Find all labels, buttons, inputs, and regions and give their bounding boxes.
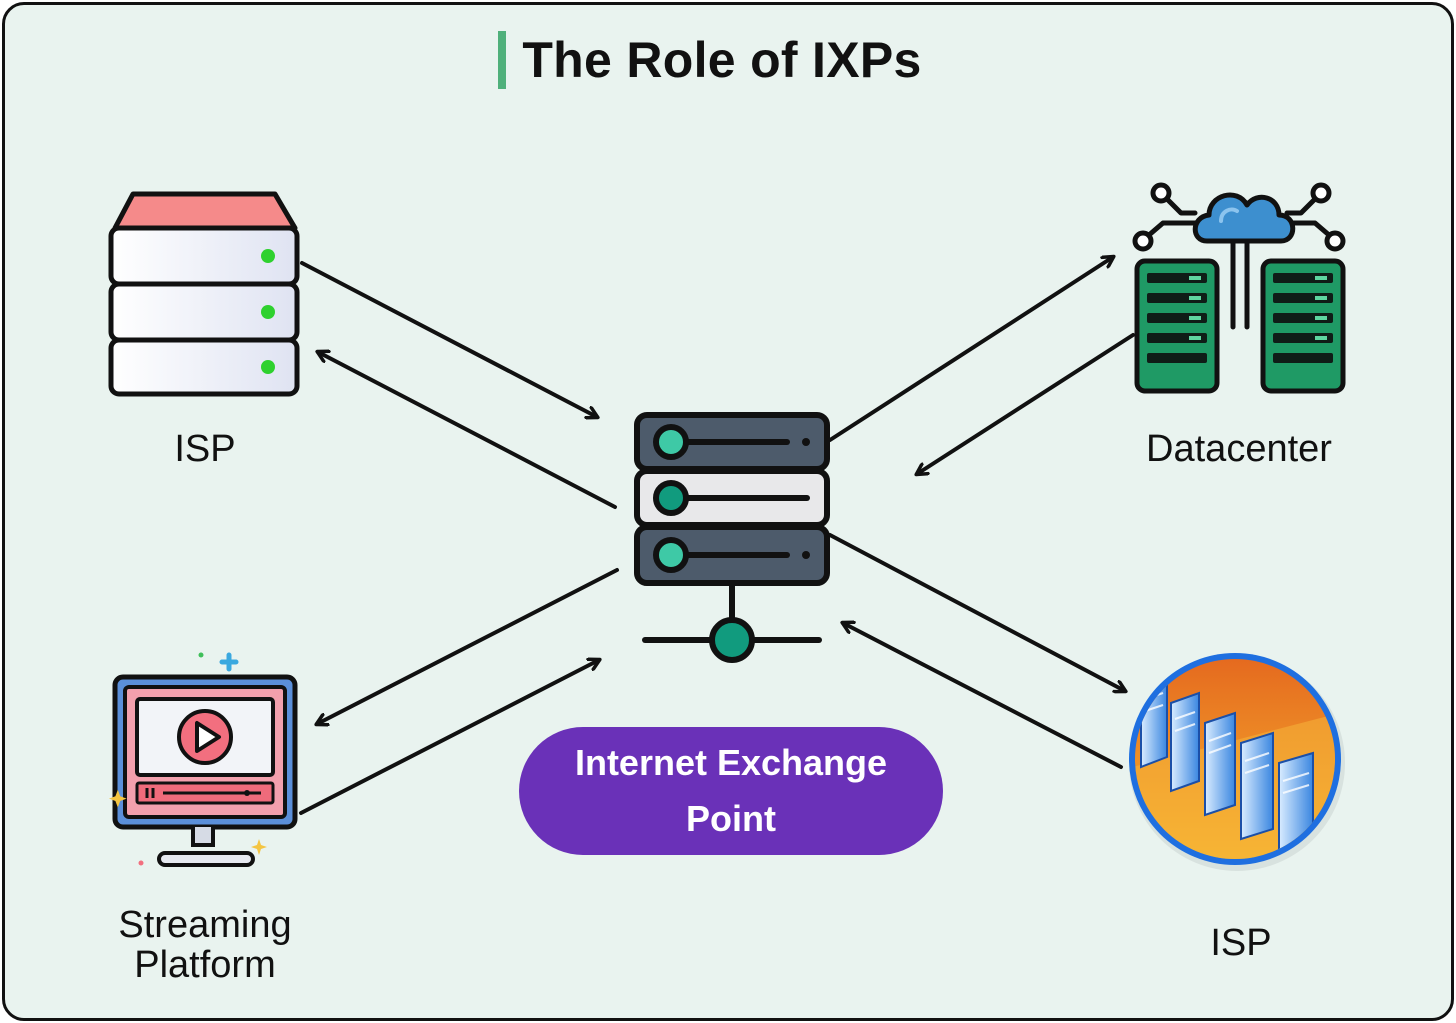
arrow-streaming-to-ixp (299, 660, 599, 815)
title-area: The Role of IXPs (5, 31, 1451, 89)
arrow-ixp-to-datacenter (828, 257, 1113, 442)
arrow-ixp-to-streaming (317, 568, 619, 724)
datacenter-label: Datacenter (1146, 428, 1332, 470)
arrow-isp2-to-ixp (843, 623, 1123, 769)
cloud-datacenter-icon (1132, 182, 1346, 394)
ixp-label-pill: Internet Exchange Point (519, 727, 943, 855)
diagram-title: The Role of IXPs (522, 32, 922, 88)
title-accent-bar (498, 31, 507, 89)
connection-arrows (299, 5, 1135, 815)
video-monitor-icon (109, 652, 298, 867)
streaming-label: Streaming Platform (118, 904, 292, 986)
isp-label-top-left: ISP (174, 428, 236, 470)
arrow-datacenter-to-ixp (917, 333, 1135, 474)
arrow-ixp-to-isp2 (828, 533, 1125, 691)
server-rack-icon (634, 412, 830, 663)
ixp-label: Internet Exchange Point (574, 742, 888, 839)
arrow-isp-to-ixp (300, 261, 597, 417)
server-stack-icon (108, 191, 300, 397)
arrow-ixp-to-isp (318, 352, 617, 509)
server-racks-circle-icon (1129, 653, 1345, 871)
isp-label-bottom-right: ISP (1210, 922, 1272, 964)
